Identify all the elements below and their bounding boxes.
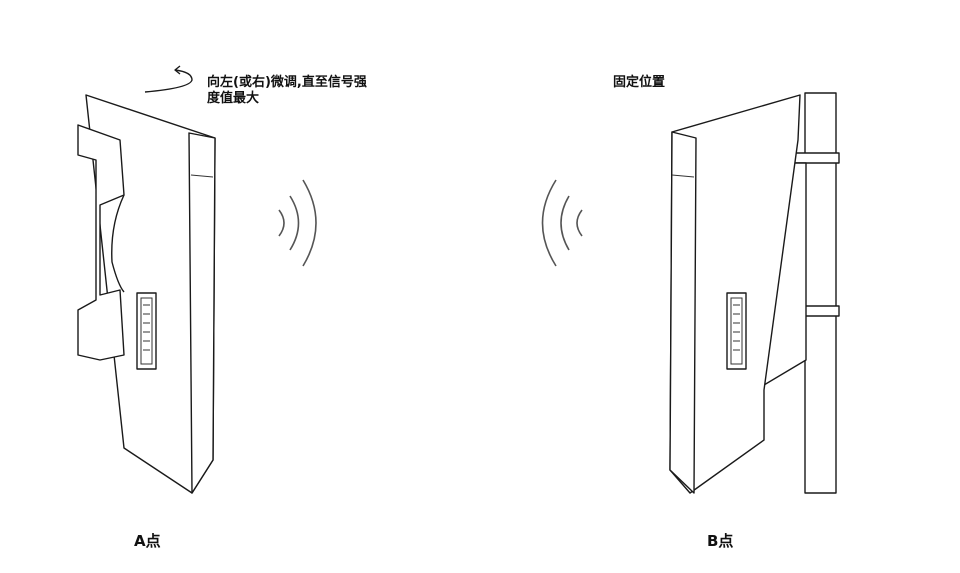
device-a-bracket xyxy=(77,124,125,361)
device-b-side xyxy=(669,131,697,494)
point-a-label: A点 xyxy=(134,532,161,550)
device-a xyxy=(77,65,216,494)
point-b-label: B点 xyxy=(707,532,734,550)
device-a-led-panel xyxy=(136,292,157,370)
rotate-arrow-icon xyxy=(144,65,193,93)
fixed-position-label: 固定位置 xyxy=(613,75,666,90)
device-b xyxy=(669,92,840,494)
device-b-led-panel xyxy=(726,292,747,370)
device-b-seam xyxy=(671,174,695,178)
device-a-bracket-curve xyxy=(111,194,125,293)
adjust-instruction-line2: 度值最大 xyxy=(207,91,260,106)
signal-out-icon xyxy=(278,179,317,267)
device-a-led-strip xyxy=(140,297,153,365)
device-a-side xyxy=(188,132,216,494)
signal-in-icon xyxy=(541,179,583,267)
device-a-seam xyxy=(190,174,214,178)
adjust-instruction-line1: 向左(或右)微调,直至信号强 xyxy=(207,75,367,90)
adjust-instruction: 向左(或右)微调,直至信号强 度值最大 xyxy=(207,75,367,107)
device-b-led-strip xyxy=(730,297,743,365)
